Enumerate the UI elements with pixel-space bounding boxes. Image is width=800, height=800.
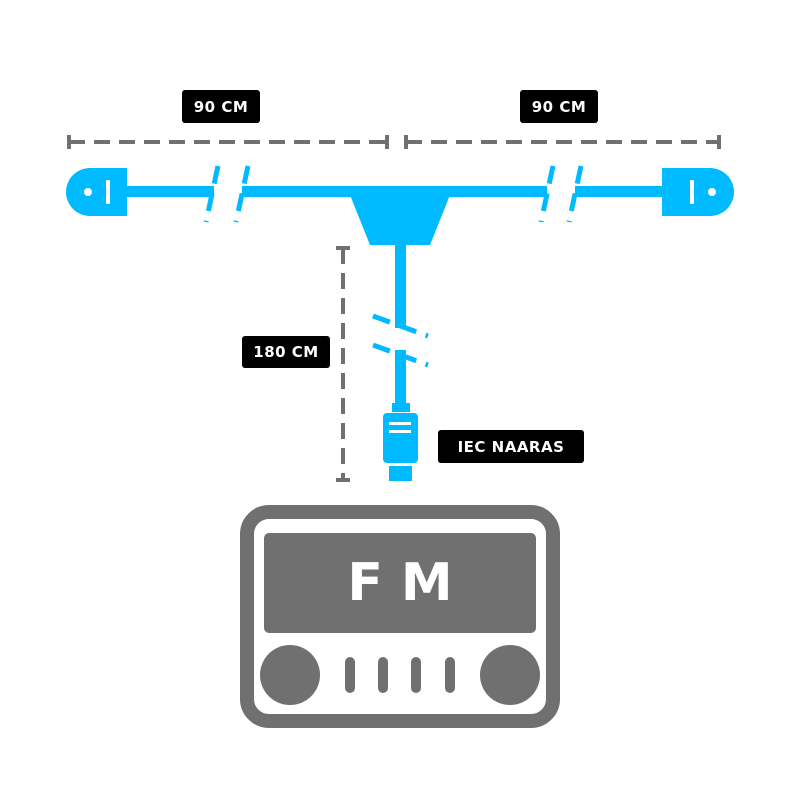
vertical-dimension-line xyxy=(336,246,350,482)
radio-display-text: FM xyxy=(347,553,471,613)
right-length-label: 90 CM xyxy=(520,90,598,123)
iec-female-connector xyxy=(383,403,418,481)
radio-display xyxy=(264,533,536,633)
left-length-label: 90 CM xyxy=(182,90,260,123)
fm-radio-icon xyxy=(240,505,560,728)
down-cable-lower xyxy=(395,350,406,405)
right-wire xyxy=(575,186,663,197)
left-end-cap xyxy=(66,168,127,216)
connector-label: IEC NAARAS xyxy=(438,430,584,463)
t-antenna xyxy=(66,168,734,481)
down-length-label: 180 CM xyxy=(242,336,330,368)
dimension-lines xyxy=(67,135,721,482)
radio-knob-right xyxy=(480,645,540,705)
splitter xyxy=(348,190,452,245)
right-end-cap xyxy=(662,168,734,216)
left-dimension-line xyxy=(67,135,389,149)
right-dimension-line xyxy=(404,135,721,149)
speaker-grille xyxy=(345,657,455,693)
break-marks xyxy=(203,165,584,368)
down-cable-upper xyxy=(395,244,406,328)
left-wire xyxy=(126,186,214,197)
radio-knob-left xyxy=(260,645,320,705)
